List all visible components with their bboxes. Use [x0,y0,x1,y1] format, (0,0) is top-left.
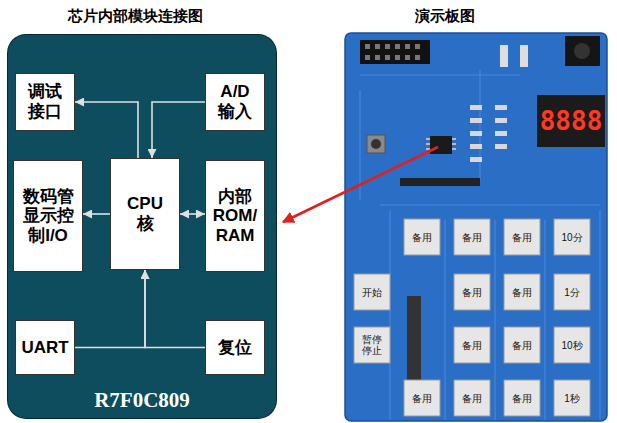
chip-panel: R7F0C809 调试 接口 A/D 输入数码管 显示控 制I/O CPU 核 内部 R… [8,35,276,418]
key-label: 备用 [462,340,482,351]
figure-heading: 芯片内部模块连接图 [68,7,203,26]
key-label: 备用 [412,232,432,243]
module-box: 数码管 显示控 制I/O [13,160,83,272]
key-label: 备用 [412,393,432,404]
connector-arrow [180,213,205,215]
connector-arrow [152,102,205,158]
module-label: 内部 ROM/ RAM [213,187,257,246]
key-label: 备用 [512,393,532,404]
key-label: 备用 [512,287,532,298]
module-box: 复位 [205,320,265,375]
module-box: 调试 接口 [15,73,75,131]
key-switch [354,219,590,416]
pointer-arrow [283,147,438,222]
module-label: CPU 核 [127,194,163,233]
key-label: 备用 [462,232,482,243]
key-label: 备用 [462,287,482,298]
module-label: 调试 接口 [28,82,62,121]
figure-heading: 演示板图 [415,7,475,26]
connector-arrow [75,102,138,158]
module-label: 数码管 显示控 制I/O [23,187,74,246]
key-label: 10秒 [561,340,582,351]
module-label: UART [21,338,68,358]
connector-arrow [145,270,205,348]
key-label: 1分 [564,287,580,298]
pcb-board [345,33,607,421]
module-box: A/D 输入 [205,73,265,131]
module-label: 复位 [218,338,252,358]
connector-arrow [83,213,110,215]
key-label: 备用 [512,340,532,351]
module-box: UART [15,320,75,375]
key-label: 开始 [362,287,382,298]
module-label: A/D 输入 [218,82,252,121]
seven-segment-digits: 8888 [540,106,603,136]
key-label: 1秒 [564,393,580,404]
chip-name: R7F0C809 [8,388,276,413]
key-label: 备用 [512,232,532,243]
key-label: 备用 [462,393,482,404]
module-box: 内部 ROM/ RAM [205,160,265,272]
cpu-box: CPU 核 [110,158,180,270]
key-label: 10分 [561,232,582,243]
connector-arrow [75,270,145,348]
key-label: 暂停 停止 [362,334,382,356]
